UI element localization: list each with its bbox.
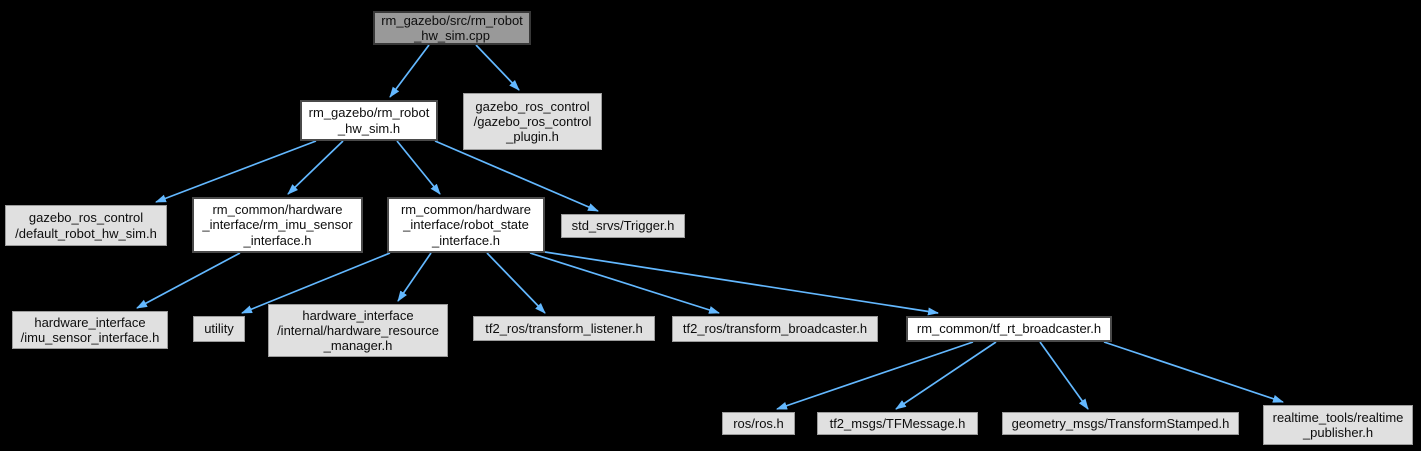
node-label-line: tf2_ros/transform_listener.h [485,320,643,336]
node-label-line: gazebo_ros_control [475,98,590,114]
graph-node-geometry-msgs-transformstamped-h: geometry_msgs/TransformStamped.h [1002,412,1239,435]
node-label-line: _interface.h [243,232,312,248]
graph-node-gazebo-ros-control-plugin-h: gazebo_ros_control/gazebo_ros_control_pl… [463,93,602,150]
graph-node-ros-ros-h: ros/ros.h [722,412,795,435]
node-label-line: _interface/rm_imu_sensor [202,217,353,233]
graph-node-hardware-resource-manager-h: hardware_interface/internal/hardware_res… [268,304,448,357]
graph-node-tf2-msgs-tfmessage-h: tf2_msgs/TFMessage.h [817,412,978,435]
graph-node-tf-rt-broadcaster-h[interactable]: rm_common/tf_rt_broadcaster.h [906,316,1112,342]
edge-rm-robot-hw-sim-cpp-to-gazebo-ros-control-plugin-h [475,44,520,91]
edge-robot-state-interface-h-to-utility [241,252,391,314]
graph-node-rm-robot-hw-sim-cpp: rm_gazebo/src/rm_robot_hw_sim.cpp [373,11,531,45]
node-label-line: realtime_tools/realtime [1272,409,1404,425]
node-label-line: hardware_interface [302,307,414,323]
edge-robot-state-interface-h-to-hardware-resource-manager-h [397,252,432,302]
graph-node-rm-robot-hw-sim-h[interactable]: rm_gazebo/rm_robot_hw_sim.h [300,100,438,141]
node-label-line: rm_common/hardware [400,202,532,218]
edge-rm-robot-hw-sim-h-to-robot-state-interface-h [396,140,441,195]
node-label-line: std_srvs/Trigger.h [571,218,675,234]
node-label-line: _hw_sim.cpp [414,28,490,43]
node-label-line: geometry_msgs/TransformStamped.h [1011,415,1230,431]
edge-robot-state-interface-h-to-tf-rt-broadcaster-h [544,251,939,316]
graph-node-tf2-ros-transform-listener-h: tf2_ros/transform_listener.h [473,316,655,341]
node-label-line: rm_gazebo/src/rm_robot [381,12,523,28]
node-label-line: _publisher.h [1302,425,1374,440]
graph-node-default-robot-hw-sim-h: gazebo_ros_control/default_robot_hw_sim.… [5,205,167,246]
graph-node-tf2-ros-transform-broadcaster-h: tf2_ros/transform_broadcaster.h [672,316,878,342]
node-label-line: /gazebo_ros_control [473,113,592,129]
node-label-line: rm_common/hardware [212,202,343,218]
node-label-line: tf2_msgs/TFMessage.h [829,415,966,431]
node-label-line: utility [204,321,234,337]
graph-node-robot-state-interface-h[interactable]: rm_common/hardware_interface/robot_state… [387,197,545,253]
graph-node-rm-imu-sensor-interface-h[interactable]: rm_common/hardware_interface/rm_imu_sens… [192,197,363,253]
edge-tf-rt-broadcaster-h-to-realtime-publisher-h [1103,341,1284,403]
edge-rm-imu-sensor-interface-h-to-imu-sensor-interface-h [136,252,241,309]
graph-node-std-srvs-trigger-h: std_srvs/Trigger.h [561,214,685,238]
node-label-line: /internal/hardware_resource [277,322,439,338]
node-label-line: /default_robot_hw_sim.h [15,225,157,241]
node-label-line: hardware_interface [34,314,146,330]
node-label-line: _interface.h [432,232,500,248]
node-label-line: _interface/robot_state [403,217,529,233]
node-label-line: gazebo_ros_control [28,210,144,226]
node-label-line: _plugin.h [506,129,559,145]
edge-tf-rt-broadcaster-h-to-geometry-msgs-transformstamped-h [1039,341,1089,410]
node-label-line: _manager.h [323,338,393,354]
node-label-line: rm_common/tf_rt_broadcaster.h [916,321,1102,337]
edge-rm-robot-hw-sim-h-to-std-srvs-trigger-h [434,140,599,212]
node-label-line: /imu_sensor_interface.h [20,330,160,345]
node-label-line: _hw_sim.h [337,120,401,136]
edge-tf-rt-broadcaster-h-to-ros-ros-h [776,341,974,410]
edge-rm-robot-hw-sim-h-to-rm-imu-sensor-interface-h [287,140,344,195]
edge-rm-robot-hw-sim-h-to-default-robot-hw-sim-h [155,140,317,203]
node-label-line: rm_gazebo/rm_robot [308,105,430,121]
edge-tf-rt-broadcaster-h-to-tf2-msgs-tfmessage-h [895,341,997,410]
node-label-line: tf2_ros/transform_broadcaster.h [682,321,868,337]
edge-rm-robot-hw-sim-cpp-to-rm-robot-hw-sim-h [389,44,430,98]
graph-node-utility: utility [193,316,245,342]
graph-node-realtime-publisher-h: realtime_tools/realtime_publisher.h [1263,405,1413,445]
edge-robot-state-interface-h-to-tf2-ros-transform-broadcaster-h [529,252,720,314]
graph-node-imu-sensor-interface-h: hardware_interface/imu_sensor_interface.… [12,311,168,349]
node-label-line: ros/ros.h [733,415,784,431]
edge-robot-state-interface-h-to-tf2-ros-transform-listener-h [486,252,546,314]
